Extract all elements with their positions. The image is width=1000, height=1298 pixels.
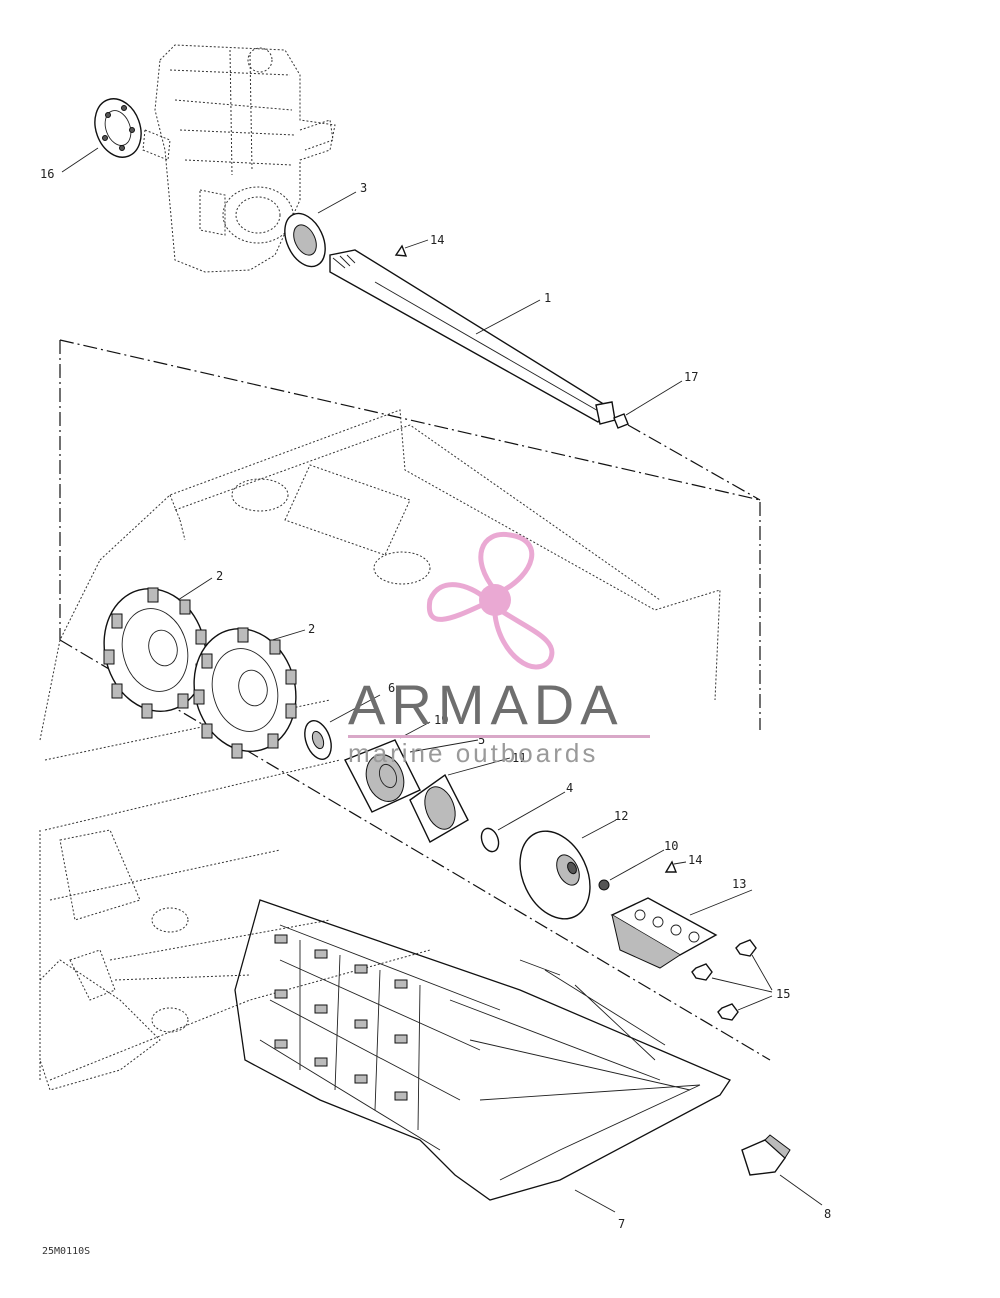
callout-labels: 16 3 14 1 17 2 2 6 19 5 11 4 12 10 14 13… <box>40 167 831 1231</box>
drawing-code: 25M0110S <box>42 1246 91 1257</box>
callout-14-bottom: 14 <box>688 853 702 867</box>
circlip-14-top <box>394 239 429 257</box>
logo-divider <box>348 735 650 738</box>
drive-shaft-1 <box>329 249 616 425</box>
callout-2-outer: 2 <box>216 569 223 583</box>
circlip-14-bottom <box>664 860 687 873</box>
chassis-tunnel <box>39 409 721 1091</box>
sprocket-2-outer <box>103 577 213 719</box>
washer-6 <box>304 694 381 760</box>
key-17 <box>613 380 683 429</box>
callout-14-top: 14 <box>430 233 444 247</box>
callout-16: 16 <box>40 167 54 181</box>
flange-11 <box>409 757 511 843</box>
nut-10 <box>598 849 665 891</box>
seal-3 <box>284 191 357 268</box>
bearing-16 <box>61 98 142 173</box>
track-7 <box>234 899 731 1213</box>
callout-10: 10 <box>664 839 678 853</box>
logo-tagline: marine outboards <box>348 738 599 768</box>
nuts-15 <box>691 939 773 1021</box>
callout-5: 5 <box>478 733 485 747</box>
gearbox-housing <box>142 44 336 273</box>
callout-17: 17 <box>684 370 698 384</box>
sprocket-2-inner <box>193 627 306 759</box>
callout-15: 15 <box>776 987 790 1001</box>
callout-12: 12 <box>614 809 628 823</box>
callout-7: 7 <box>618 1217 625 1231</box>
o-ring-4 <box>480 791 566 853</box>
callout-8: 8 <box>824 1207 831 1221</box>
callout-6: 6 <box>388 681 395 695</box>
callout-1: 1 <box>544 291 551 305</box>
callout-4: 4 <box>566 781 573 795</box>
bearing-flange-19 <box>344 721 479 813</box>
cover-plate-12 <box>519 819 617 920</box>
callout-2-inner: 2 <box>308 622 315 636</box>
logo-wordmark: ARMADA <box>348 673 624 736</box>
propeller-logo-icon <box>426 531 555 670</box>
bracket-13 <box>610 889 753 969</box>
callout-3: 3 <box>360 181 367 195</box>
slider-clip-8 <box>741 1134 823 1206</box>
callout-19: 19 <box>434 713 448 727</box>
callout-13: 13 <box>732 877 746 891</box>
assembly-alignment-lines <box>59 339 771 1061</box>
callout-11: 11 <box>512 751 526 765</box>
